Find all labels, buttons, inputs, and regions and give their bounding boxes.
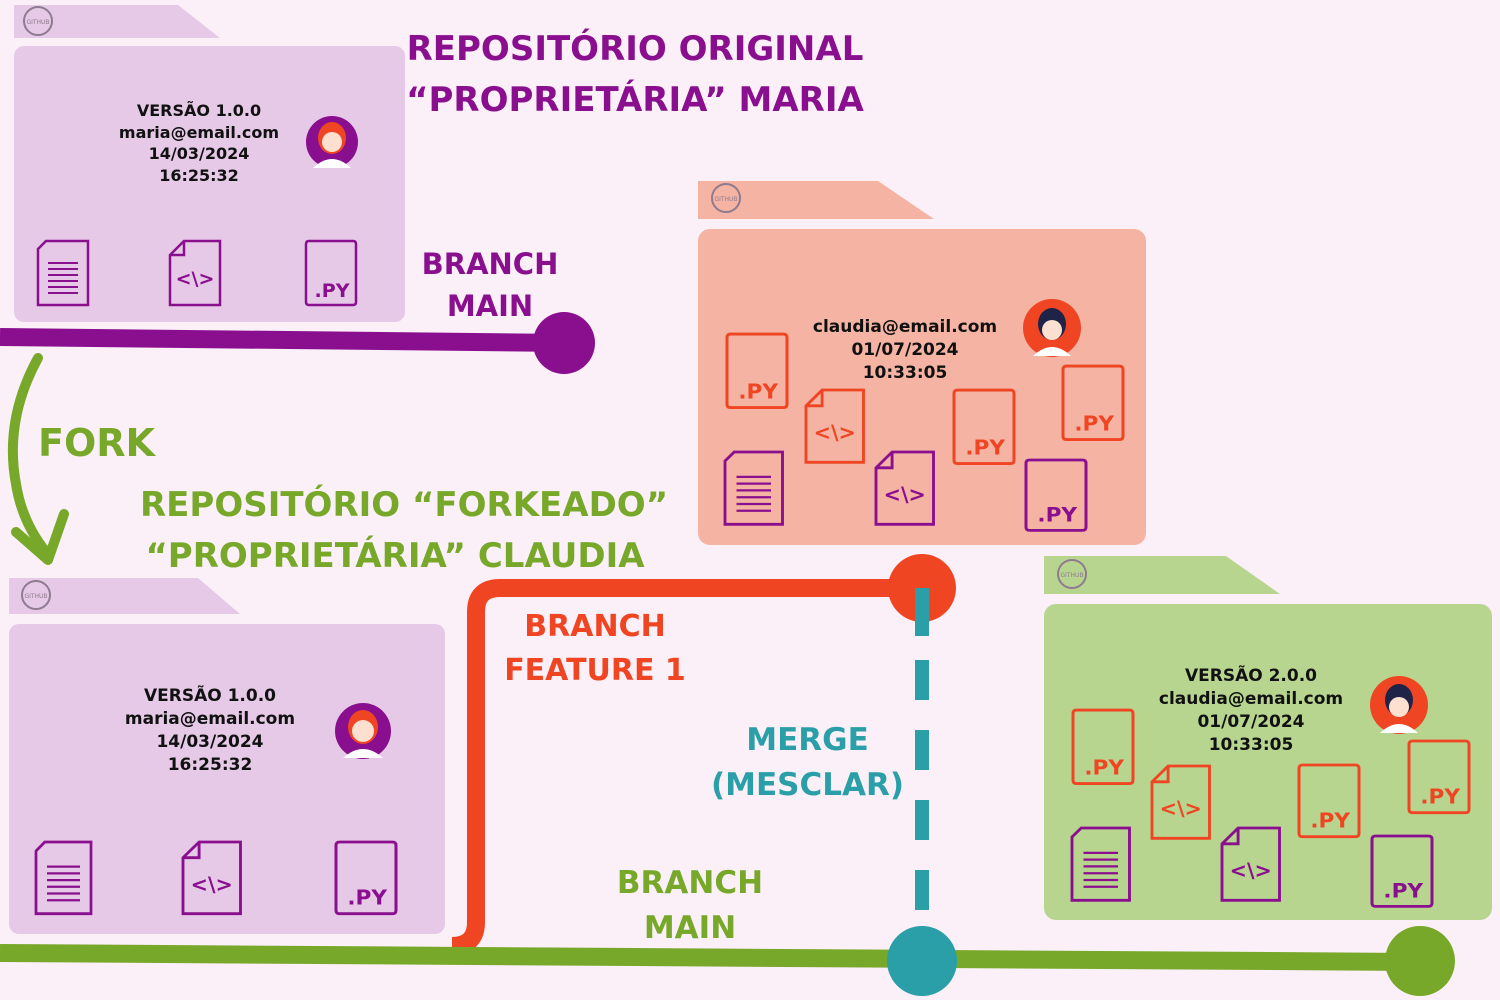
- py-ext-text: .PY: [1383, 879, 1424, 902]
- github-badge-icon: GITHUB: [23, 6, 53, 36]
- py-file-icon: .PY: [334, 840, 398, 916]
- time-text: 16:25:32: [167, 754, 253, 775]
- date-text: 01/07/2024: [1197, 711, 1305, 732]
- avatar-maria-icon: [306, 116, 358, 168]
- py-ext-text: .PY: [965, 435, 1005, 459]
- avatar-maria-icon: [335, 703, 391, 759]
- date-text: 14/03/2024: [156, 731, 264, 752]
- badge-text: GITHUB: [24, 593, 47, 600]
- folder-maria-forked-info: VERSÃO 1.0.0 maria@email.com 14/03/2024 …: [110, 685, 310, 777]
- email-text: maria@email.com: [118, 122, 280, 142]
- py-file-icon: .PY: [1370, 834, 1434, 908]
- py-file-icon: .PY: [725, 332, 789, 410]
- py-file-icon: .PY: [1061, 364, 1125, 442]
- code-file-icon: <\>: [1220, 826, 1281, 902]
- py-file-icon: .PY: [1071, 708, 1135, 786]
- py-ext-text: .PY: [1074, 411, 1114, 435]
- py-ext-text: .PY: [1310, 809, 1351, 832]
- badge-text: GITHUB: [1060, 572, 1083, 579]
- version-text: VERSÃO 1.0.0: [136, 101, 262, 120]
- code-symbol-text: <\>: [1230, 859, 1272, 883]
- email-text: maria@email.com: [124, 708, 296, 729]
- py-ext-text: .PY: [1420, 785, 1461, 808]
- fork-arrow: [7, 353, 51, 557]
- github-badge-icon: GITHUB: [1057, 559, 1087, 589]
- py-ext-text: .PY: [1037, 503, 1078, 526]
- code-symbol-text: <\>: [814, 421, 856, 445]
- email-text: claudia@email.com: [812, 317, 998, 337]
- time-text: 16:25:32: [159, 165, 239, 185]
- forked-repo-title: REPOSITÓRIO “FORKEADO” “PROPRIETÁRIA” CL…: [140, 485, 669, 576]
- date-text: 01/07/2024: [851, 339, 959, 360]
- py-file-icon: .PY: [952, 388, 1016, 466]
- folder-claudia-feature-info: claudia@email.com 01/07/2024 10:33:05: [800, 316, 1010, 385]
- feature-branch-label: BRANCH FEATURE 1: [504, 609, 686, 688]
- main-branch-bottom-label: BRANCH MAIN: [616, 865, 764, 946]
- main-bottom-commit: [1385, 926, 1455, 996]
- merge-commit: [887, 926, 957, 996]
- code-symbol-text: <\>: [191, 873, 233, 897]
- date-text: 14/03/2024: [148, 144, 250, 164]
- folder-claudia-merged: GITHUB .PY <\> .PY .PY <\> .PY: [1044, 556, 1492, 920]
- main-branch-top-line: [0, 328, 569, 352]
- folder-claudia-feature: GITHUB .PY <\> .PY .PY <\> .PY: [698, 181, 1146, 545]
- github-badge-icon: GITHUB: [21, 580, 51, 610]
- version-text: VERSÃO 1.0.0: [143, 686, 277, 706]
- code-symbol-text: <\>: [1160, 797, 1202, 821]
- folder-maria-original: GITHUB <\> .PY: [14, 5, 405, 322]
- feature-branch-line: [451, 579, 922, 955]
- folder-maria-original-info: VERSÃO 1.0.0 maria@email.com 14/03/2024 …: [104, 100, 294, 186]
- code-file-icon: <\>: [874, 450, 935, 526]
- py-file-icon: .PY: [1407, 739, 1471, 815]
- version-text: VERSÃO 2.0.0: [1184, 666, 1318, 686]
- avatar-claudia-icon: [1023, 299, 1081, 357]
- code-file-icon: <\>: [181, 840, 242, 916]
- main-branch-top-label: BRANCH MAIN: [421, 247, 559, 324]
- badge-text: GITHUB: [714, 196, 737, 203]
- py-file-icon: .PY: [1297, 763, 1361, 839]
- py-ext-text: .PY: [315, 280, 350, 302]
- code-file-icon: <\>: [1150, 764, 1211, 840]
- py-ext-text: .PY: [347, 886, 388, 909]
- time-text: 10:33:05: [1208, 734, 1294, 755]
- avatar-claudia-icon: [1370, 676, 1428, 734]
- badge-text: GITHUB: [26, 19, 49, 26]
- time-text: 10:33:05: [862, 362, 948, 383]
- py-file-icon: .PY: [304, 239, 358, 307]
- folder-maria-forked: GITHUB <\> .PY: [9, 578, 445, 934]
- py-ext-text: .PY: [1084, 755, 1124, 779]
- code-symbol-text: <\>: [884, 483, 926, 507]
- main-branch-top-commit: [533, 312, 595, 374]
- code-symbol-text: <\>: [176, 268, 215, 290]
- py-file-icon: .PY: [1024, 458, 1088, 532]
- py-ext-text: .PY: [738, 379, 778, 403]
- fork-label: FORK: [38, 421, 155, 465]
- merge-label: MERGE (MESCLAR): [710, 722, 905, 803]
- email-text: claudia@email.com: [1158, 688, 1344, 709]
- code-file-icon: <\>: [804, 388, 865, 464]
- code-file-icon: <\>: [168, 239, 222, 307]
- original-repo-title: REPOSITÓRIO ORIGINAL “PROPRIETÁRIA” MARI…: [406, 29, 864, 120]
- folder-claudia-merged-info: VERSÃO 2.0.0 claudia@email.com 01/07/202…: [1146, 665, 1356, 757]
- main-branch-bottom-line: [0, 944, 1421, 971]
- github-badge-icon: GITHUB: [711, 183, 741, 213]
